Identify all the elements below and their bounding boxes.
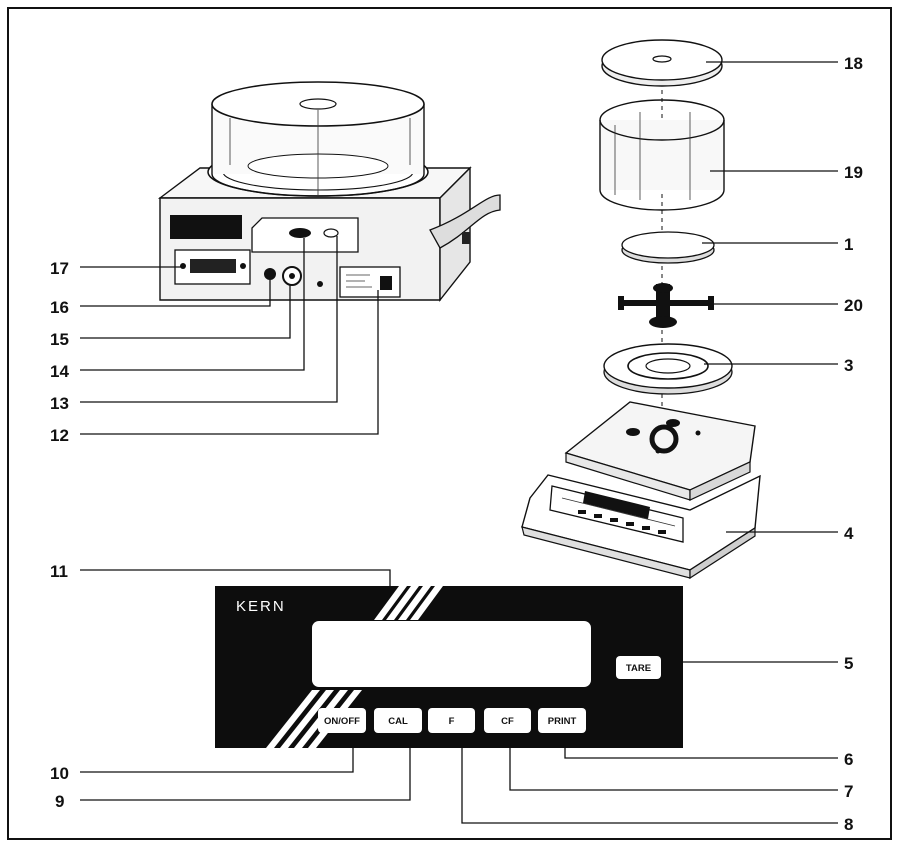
housing-display-window (583, 491, 650, 519)
print-button-label: PRINT (548, 716, 577, 727)
balance-display (170, 215, 242, 239)
onoff-button-label: ON/OFF (324, 716, 360, 727)
interface-socket (190, 259, 236, 273)
tare-button[interactable]: TARE (616, 656, 661, 679)
tare-button-label: TARE (626, 663, 651, 674)
glass-ring-body (600, 120, 724, 190)
housing-keys (578, 510, 666, 534)
callout-5: 5 (844, 654, 853, 673)
cf-button-label: CF (501, 716, 514, 727)
cal-button-label: CAL (388, 716, 408, 727)
draft-ring-inner (627, 352, 709, 380)
panel-stripes-top (374, 586, 443, 620)
callout-10: 10 (50, 764, 69, 783)
cal-button[interactable]: CAL (374, 708, 422, 733)
callout-1: 1 (844, 235, 853, 254)
pan-support-cross (618, 283, 714, 328)
housing-hole-c (695, 430, 701, 436)
print-button[interactable]: PRINT (538, 708, 586, 733)
draft-shield-lid-hole-part (652, 55, 672, 63)
callout-18: 18 (844, 54, 863, 73)
balance-key-small (323, 228, 339, 238)
callout-20: 20 (844, 296, 863, 315)
cf-button[interactable]: CF (484, 708, 531, 733)
f-button[interactable]: F (428, 708, 475, 733)
callout-6: 6 (844, 750, 853, 769)
housing-hole-d (655, 448, 661, 454)
fixing-hole (317, 281, 323, 287)
f-button-label: F (449, 716, 455, 727)
balance-key-round (289, 228, 311, 238)
callout-9: 9 (55, 792, 64, 811)
callout-3: 3 (844, 356, 853, 375)
exploded-parts (521, 39, 761, 580)
onoff-button[interactable]: ON/OFF (318, 708, 366, 733)
callout-8: 8 (844, 815, 853, 834)
leader-lines (80, 61, 838, 824)
balance-foot (462, 232, 470, 244)
round-socket-center (289, 273, 295, 279)
housing-hole-b (666, 419, 680, 427)
callout-11: 11 (50, 562, 68, 581)
interface-screw-left (180, 263, 186, 269)
callout-13: 13 (50, 394, 69, 413)
draft-ring (603, 343, 733, 389)
callout-14: 14 (50, 362, 69, 381)
interface-screw-right (240, 263, 246, 269)
assembled-balance (157, 81, 501, 303)
type-plate-switch (380, 276, 392, 290)
callout-7: 7 (844, 782, 853, 801)
housing-side (689, 526, 756, 580)
control-panel: KERN TARE ON/OFF CAL F CF PRINT (215, 586, 683, 748)
callout-17: 17 (50, 259, 69, 278)
weighing-pan (621, 231, 715, 259)
callout-16: 16 (50, 298, 69, 317)
diagram-frame (7, 7, 892, 840)
power-jack (264, 268, 276, 280)
brand-logo: KERN (236, 598, 286, 615)
callout-labels: 18 19 1 20 3 4 5 6 7 8 11 10 9 17 16 15 … (50, 54, 863, 834)
draft-shield-lid-hole (299, 98, 337, 110)
callout-4: 4 (844, 524, 854, 543)
callout-15: 15 (50, 330, 69, 349)
housing-hole-a (626, 428, 640, 436)
panel-display-window (312, 621, 591, 687)
housing-top-side (689, 461, 751, 501)
callout-12: 12 (50, 426, 69, 445)
draft-ring-center (645, 358, 691, 374)
housing-center-hole-ring (649, 424, 679, 454)
glass-ring-top (599, 99, 725, 141)
balance-handle (429, 194, 501, 249)
callout-19: 19 (844, 163, 863, 182)
